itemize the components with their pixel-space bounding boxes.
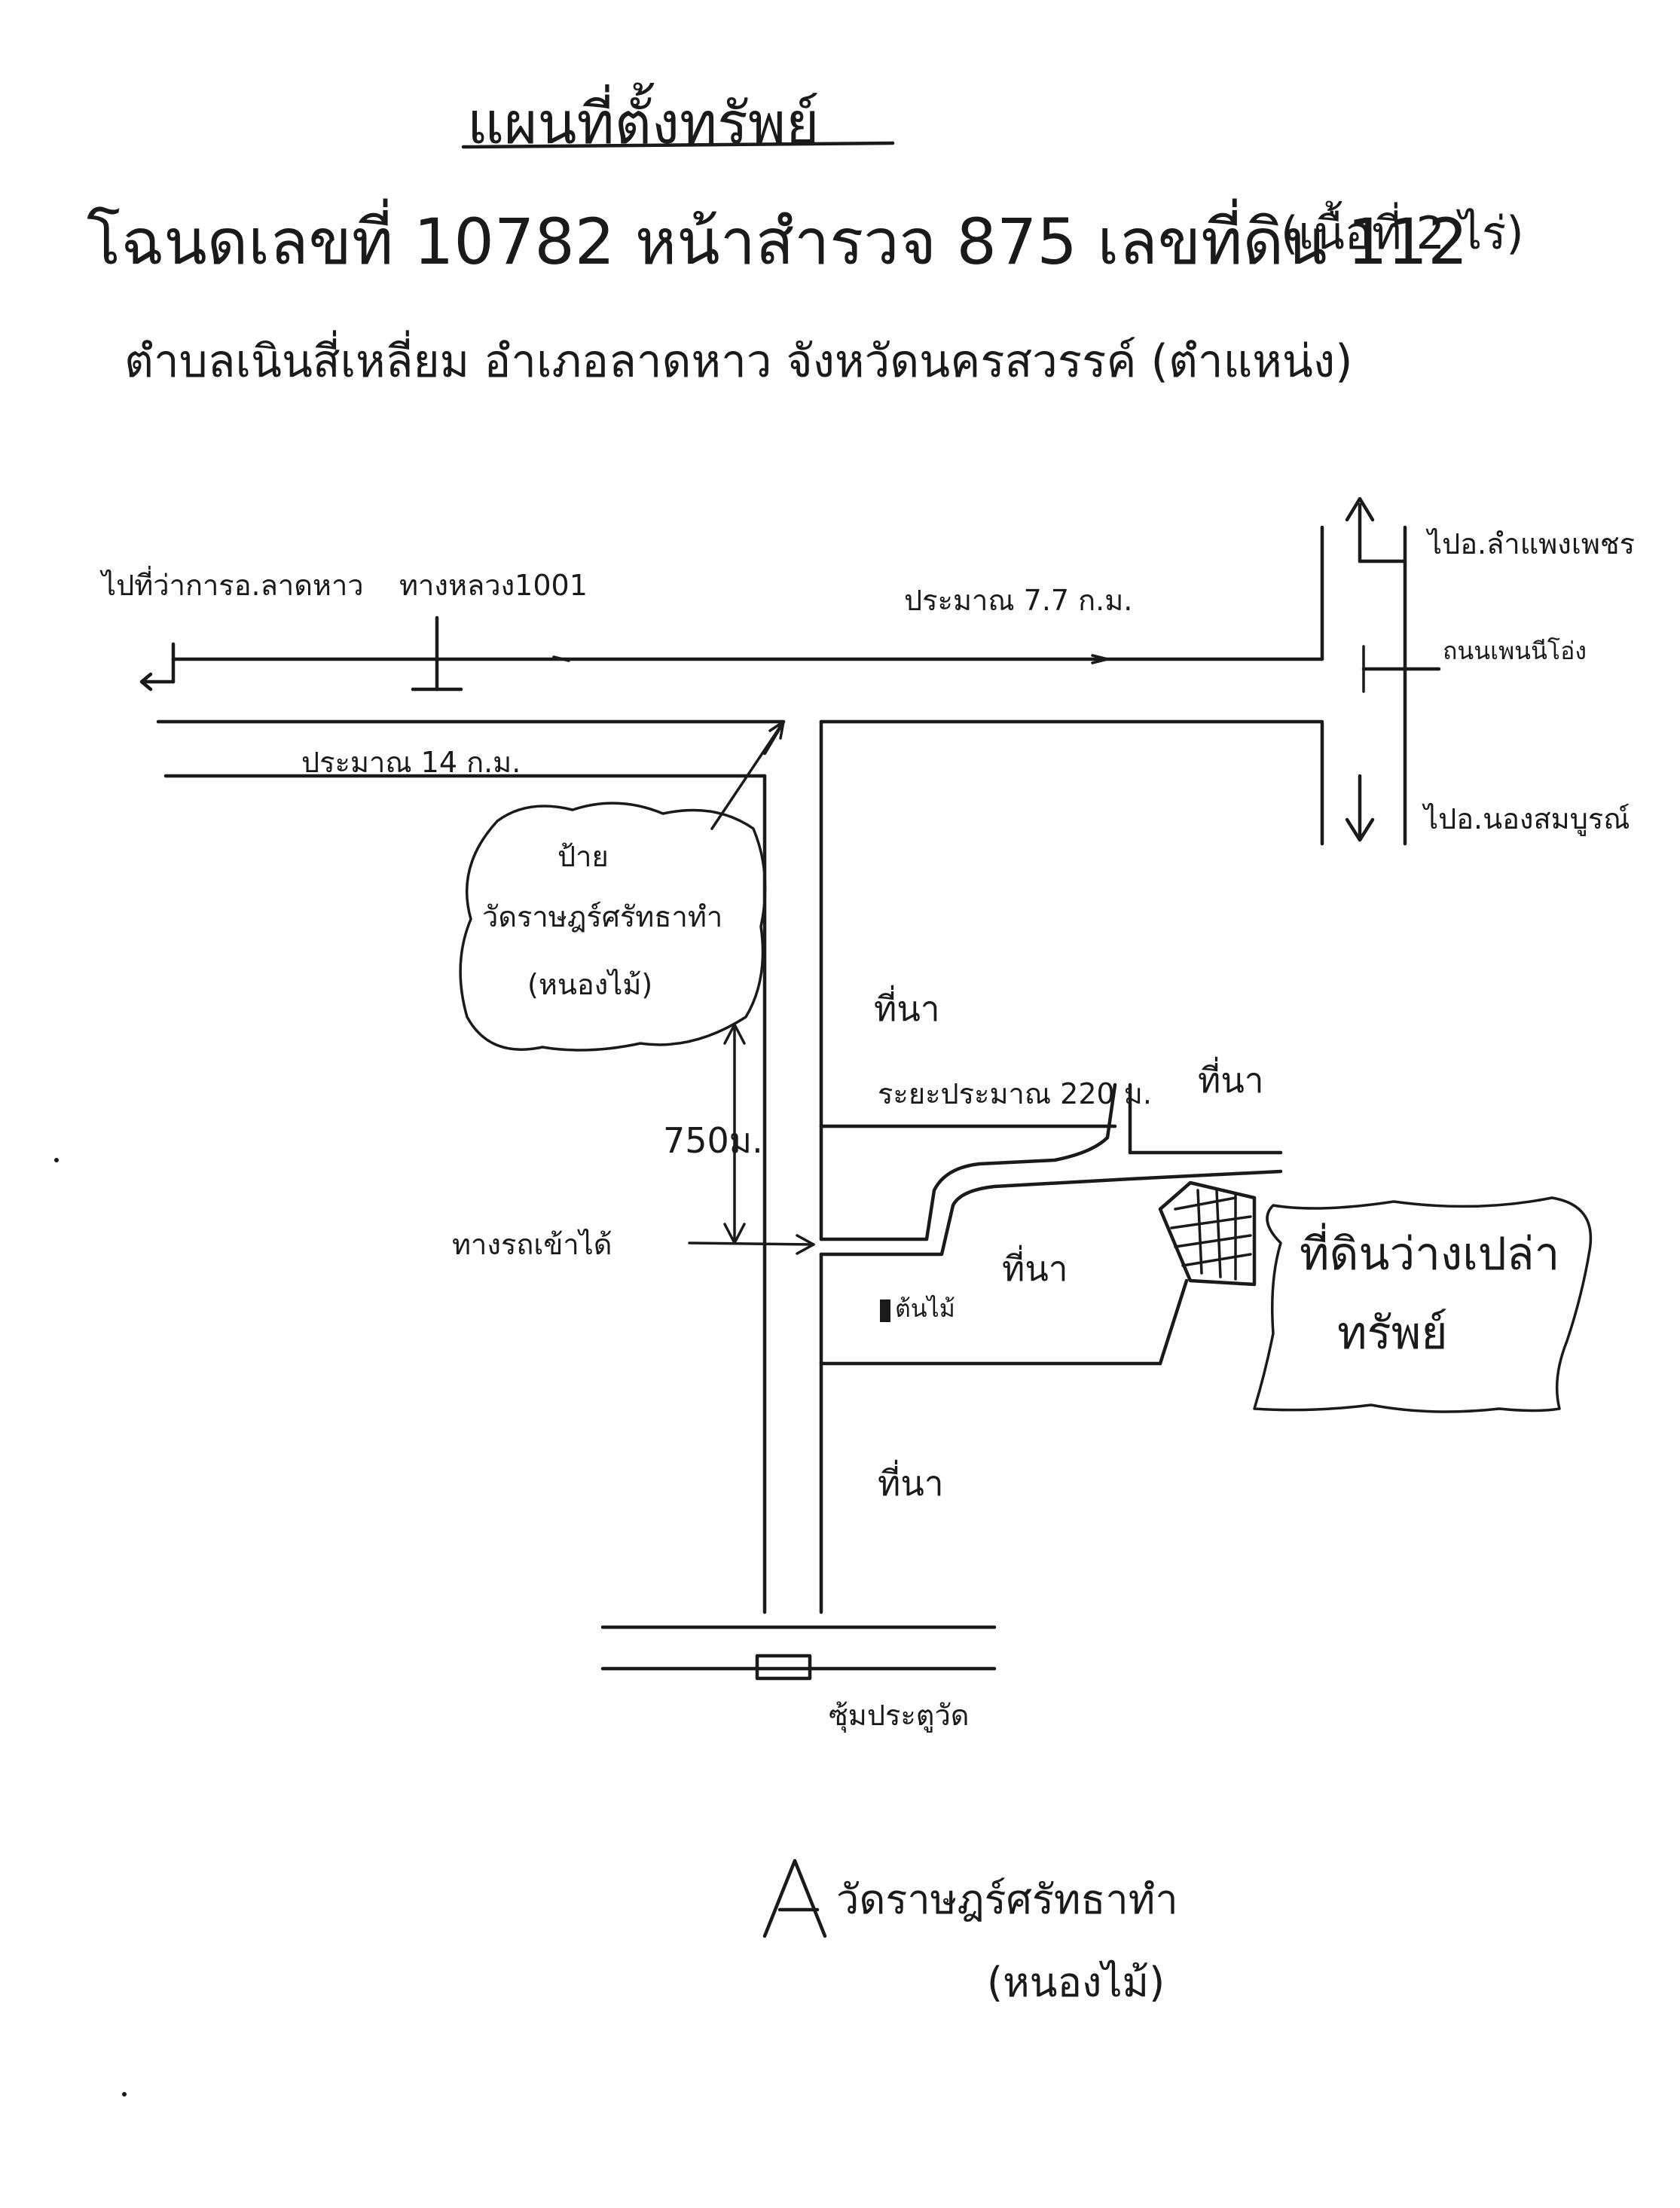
location-line: ตำบลเนินสี่เหลี่ยม อำเภอลาดหาว จังหวัดนค… (124, 330, 1353, 388)
distance-220-label: ระยะประมาณ 220 ม. (878, 1077, 1152, 1110)
distance-14-label: ประมาณ 14 ก.ม. (301, 746, 521, 779)
title-underline (461, 141, 895, 149)
legend-label-1: วัดราษฎร์ศรัทธาทำ (836, 1876, 1178, 1923)
paddy-label-1: ที่นา (874, 985, 940, 1029)
area-note: (เนื้อที่ 2 ไร่) (1281, 200, 1524, 260)
to-west-road-label: ถนนเพนนีโอ่ง (1443, 637, 1587, 665)
to-north-town-label: ไปอ.ลำแพงเพชร (1425, 527, 1635, 560)
property-plot (1158, 1180, 1257, 1287)
legend-label-2: (หนองไม้) (987, 1959, 1165, 2006)
scan-speck (122, 2092, 127, 2097)
temple-gate-label: ซุ้มประตูวัด (829, 1699, 969, 1733)
to-south-town-label: ไปอ.นองสมบูรณ์ (1422, 802, 1630, 836)
paddy-diag-boundary (1158, 1278, 1189, 1366)
to-lathao-arrow (139, 672, 176, 692)
to-lathao-label: ไปที่ว่าการอ.ลาดหาว (99, 566, 364, 602)
up-arrow (1345, 496, 1375, 522)
sign-label-1: ป้าย (557, 840, 609, 873)
turn-here-arrow-head (796, 1234, 815, 1255)
paddy-label-3: ที่นา (1002, 1244, 1068, 1289)
distance-750-label: 750ม. (663, 1120, 763, 1161)
sign-pointer-arrow (710, 720, 785, 830)
tree-marker (880, 1299, 890, 1322)
highway-1001-label: ทางหลวง1001 (399, 569, 588, 602)
small-arrow-mid (1091, 654, 1109, 664)
tree-label: ต้นไม้ (895, 1294, 955, 1323)
plot-callout-outline (1253, 1196, 1593, 1413)
down-arrow (1345, 817, 1375, 842)
sign-outline (459, 802, 767, 1052)
plot-label-1: ที่ดินว่างเปล่า (1300, 1223, 1559, 1281)
lane-curve-upper (819, 1083, 1117, 1241)
turn-here-label: ทางรถเข้าได้ (452, 1228, 612, 1261)
scan-speck (54, 1158, 59, 1162)
sign-label-3: (หนองไม้) (527, 968, 652, 1001)
distance-77-label: ประมาณ 7.7 ก.ม. (904, 584, 1132, 617)
dim-750-top-arrow (723, 1023, 746, 1045)
temple-gate-marker (755, 1654, 812, 1681)
deed-line: โฉนดเลขที่ 10782 หน้าสำรวจ 875 เลขที่ดิน… (87, 198, 1468, 279)
plot-label-2: ทรัพย์ (1337, 1307, 1447, 1360)
legend-temple-symbol (762, 1858, 827, 1938)
turn-here-arrow-line (688, 1241, 815, 1246)
small-arrow-left (552, 655, 570, 662)
paddy-label-4: ที่นา (878, 1459, 944, 1504)
lane-curve-lower (819, 1169, 1283, 1257)
sign-label-2: วัดราษฎร์ศรัทธาทำ (482, 900, 722, 933)
paddy-label-2: ที่นา (1198, 1056, 1264, 1101)
